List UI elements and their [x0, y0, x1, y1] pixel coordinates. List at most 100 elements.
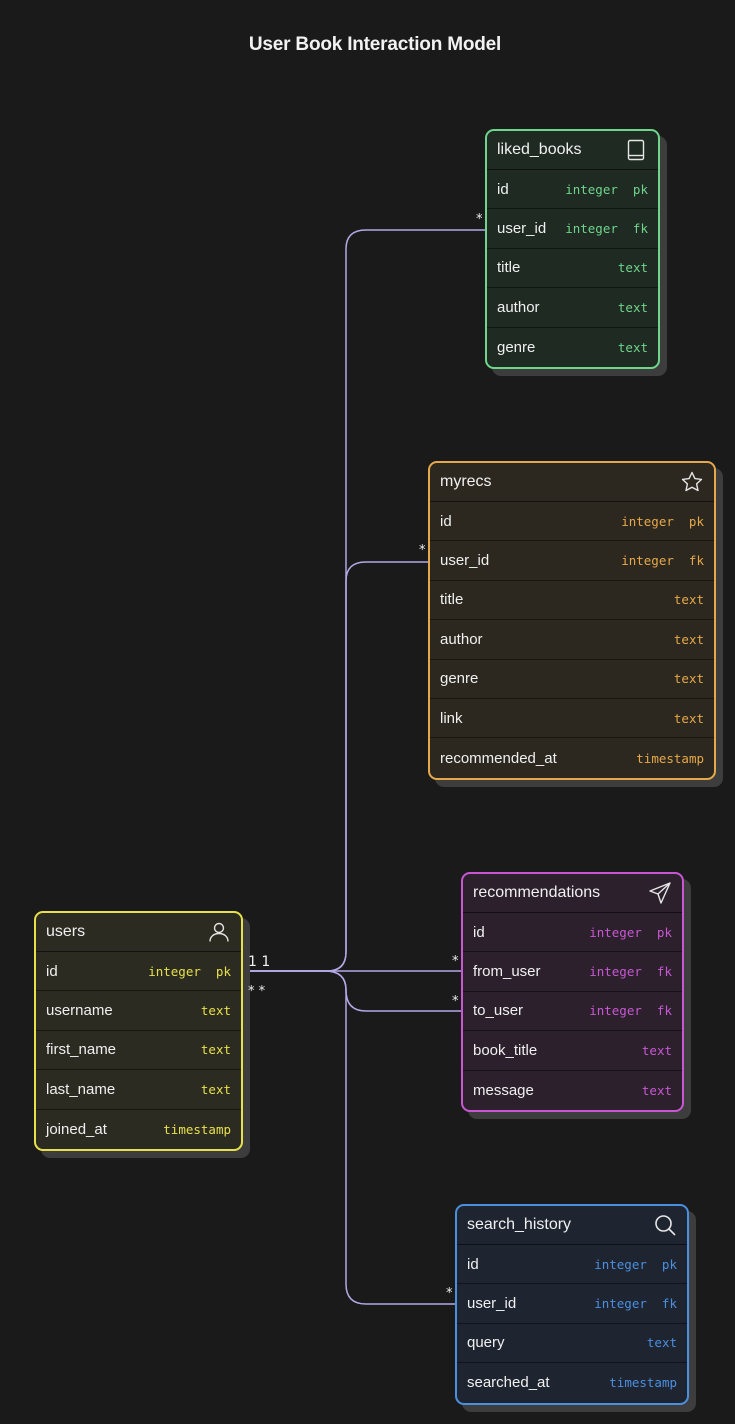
field-type: timestamp: [609, 1375, 677, 1391]
field-type: text: [200, 1081, 231, 1097]
table-header: myrecs: [430, 463, 714, 502]
field-type: integer fk: [589, 964, 672, 980]
table-name: recommendations: [473, 884, 601, 901]
field-row-to-user[interactable]: to_user integer fk: [463, 992, 682, 1032]
field-row-joined-at[interactable]: joined_at timestamp: [36, 1110, 241, 1149]
wire-myrecs: [243, 561, 432, 972]
field-type: text: [641, 1082, 672, 1098]
field-type: integer pk: [589, 924, 672, 940]
field-name: genre: [440, 670, 479, 688]
field-row-link[interactable]: link text: [430, 699, 714, 739]
cardinality-to-user: *: [452, 994, 459, 1009]
table-name: users: [46, 923, 86, 940]
field-type: text: [673, 631, 704, 647]
field-type: text: [200, 1042, 231, 1058]
field-row-from-user[interactable]: from_user integer fk: [463, 952, 682, 992]
user-icon: [209, 922, 229, 942]
field-name: joined_at: [46, 1120, 107, 1138]
field-row-last-name[interactable]: last_name text: [36, 1070, 241, 1110]
field-name: id: [497, 180, 509, 198]
field-row-recommended-at[interactable]: recommended_at timestamp: [430, 738, 714, 777]
star-icon: [681, 471, 703, 492]
table-name: myrecs: [440, 473, 492, 490]
cardinality-from-user: *: [452, 954, 459, 969]
send-icon: [649, 882, 671, 904]
field-type: integer pk: [148, 963, 231, 979]
field-type: integer fk: [589, 1003, 672, 1019]
field-name: id: [440, 512, 452, 530]
field-name: user_id: [497, 220, 547, 238]
field-row-id[interactable]: id integer pk: [463, 913, 682, 953]
field-row-query[interactable]: query text: [457, 1324, 687, 1364]
table-header: recommendations: [463, 874, 682, 913]
search-icon: [655, 1215, 676, 1236]
field-name: user_id: [467, 1295, 517, 1313]
table-search-history[interactable]: search_history id integer pk user_id intege…: [455, 1204, 689, 1405]
field-name: author: [440, 630, 483, 648]
wire-search-history: [243, 970, 459, 1305]
field-row-user-id[interactable]: user_id integer fk: [487, 209, 658, 249]
field-name: last_name: [46, 1080, 116, 1098]
table-header: search_history: [457, 1206, 687, 1245]
field-type: text: [617, 260, 648, 276]
field-row-user-id[interactable]: user_id integer fk: [457, 1284, 687, 1324]
field-row-user-id[interactable]: user_id integer fk: [430, 541, 714, 581]
field-row-author[interactable]: author text: [430, 620, 714, 660]
field-name: from_user: [473, 963, 541, 981]
book-icon: [627, 139, 645, 161]
cardinality-myrecs: *: [419, 543, 426, 558]
field-row-searched-at[interactable]: searched_at timestamp: [457, 1363, 687, 1402]
field-type: text: [646, 1335, 677, 1351]
field-name: searched_at: [467, 1374, 550, 1392]
field-name: recommended_at: [440, 749, 557, 767]
field-type: integer pk: [594, 1256, 677, 1272]
field-type: text: [617, 339, 648, 355]
field-name: first_name: [46, 1041, 117, 1059]
field-type: integer fk: [565, 221, 648, 237]
field-type: text: [200, 1003, 231, 1019]
cardinality-users-many: * *: [248, 984, 266, 999]
field-type: timestamp: [163, 1121, 231, 1137]
field-name: id: [473, 923, 485, 941]
field-row-title[interactable]: title text: [430, 581, 714, 621]
field-name: title: [440, 591, 464, 609]
table-header: users: [36, 913, 241, 952]
field-name: genre: [497, 338, 536, 356]
field-type: text: [673, 592, 704, 608]
field-row-first-name[interactable]: first_name text: [36, 1031, 241, 1071]
cardinality-users-one: 1 1: [248, 954, 271, 970]
field-type: integer fk: [594, 1296, 677, 1312]
cardinality-search-history: *: [446, 1286, 453, 1301]
table-name: search_history: [467, 1216, 572, 1233]
field-type: text: [673, 671, 704, 687]
field-row-genre[interactable]: genre text: [430, 660, 714, 699]
field-row-genre[interactable]: genre text: [487, 328, 658, 367]
field-name: user_id: [440, 552, 490, 570]
field-name: link: [440, 709, 463, 727]
field-row-id[interactable]: id integer pk: [457, 1245, 687, 1285]
diagram-title: User Book Interaction Model: [248, 34, 502, 55]
field-name: to_user: [473, 1002, 524, 1020]
wire-to-user: [243, 970, 465, 1012]
field-type: text: [673, 710, 704, 726]
field-type: integer fk: [621, 553, 704, 569]
table-header: liked_books: [487, 131, 658, 170]
field-name: query: [467, 1334, 505, 1352]
field-row-username[interactable]: username text: [36, 991, 241, 1031]
field-name: id: [467, 1255, 479, 1273]
field-name: username: [46, 1002, 113, 1020]
field-type: timestamp: [636, 750, 704, 766]
field-name: author: [497, 298, 540, 316]
table-name: liked_books: [497, 141, 582, 158]
